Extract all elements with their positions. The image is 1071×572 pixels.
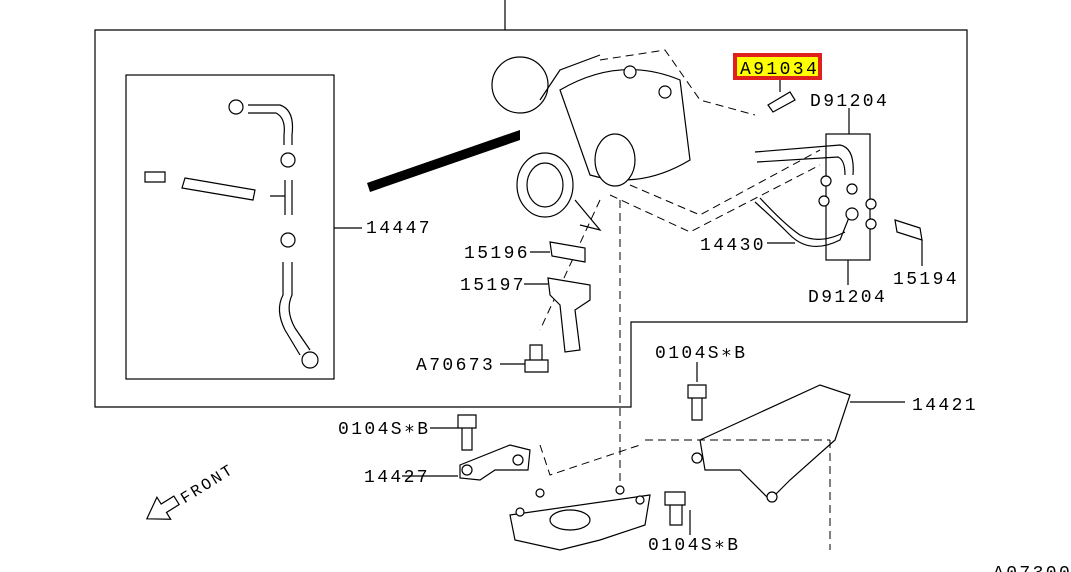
hose-assembly-14447 <box>144 99 362 369</box>
label-front: FRONT <box>178 461 238 508</box>
bolt-a70673 <box>524 344 549 373</box>
dash-line <box>539 444 641 476</box>
turbocharger <box>491 54 691 232</box>
nipple-a91034 <box>767 91 796 113</box>
bolt-upper <box>687 384 707 421</box>
oil-pipe <box>754 144 854 176</box>
arrow-icon <box>145 495 180 520</box>
dash-line <box>609 149 821 233</box>
label-15196[interactable]: 15196 <box>464 244 530 264</box>
label-0104sb-left[interactable]: 0104S∗B <box>338 420 430 440</box>
label-0104sb-upper[interactable]: 0104S∗B <box>655 344 747 364</box>
bracket-14427 <box>459 444 531 481</box>
oil-return-pipe-15197 <box>547 277 591 353</box>
dash-line <box>539 199 621 490</box>
label-a91034[interactable]: A91034 <box>740 60 819 80</box>
label-a70673[interactable]: A70673 <box>416 356 495 376</box>
figure-id: A07300 <box>993 564 1071 572</box>
dash-line <box>599 49 756 116</box>
label-d91204-bottom[interactable]: D91204 <box>808 288 887 308</box>
label-14427[interactable]: 14427 <box>364 468 430 488</box>
bracket-14421 <box>699 384 851 501</box>
oil-pipe-14430 <box>754 197 851 247</box>
front-direction-arrow: FRONT <box>145 461 238 520</box>
label-14430[interactable]: 14430 <box>700 236 766 256</box>
gasket-15196 <box>549 241 586 263</box>
label-15197[interactable]: 15197 <box>460 276 526 296</box>
label-d91204-top[interactable]: D91204 <box>810 92 889 112</box>
main-frame <box>94 29 968 408</box>
bolt-15194 <box>894 219 923 241</box>
hose-inset-frame <box>125 74 335 380</box>
pipe-silhouette <box>367 130 520 192</box>
dash-line <box>645 439 831 550</box>
bolt-left <box>457 414 477 451</box>
label-14447[interactable]: 14447 <box>366 219 432 239</box>
bracket-frame-d91204 <box>825 133 871 261</box>
label-14421[interactable]: 14421 <box>912 396 978 416</box>
highlight-fill[interactable] <box>737 57 818 76</box>
label-0104sb-lower[interactable]: 0104S∗B <box>648 536 740 556</box>
label-15194[interactable]: 15194 <box>893 270 959 290</box>
bolt-lower <box>664 491 686 526</box>
